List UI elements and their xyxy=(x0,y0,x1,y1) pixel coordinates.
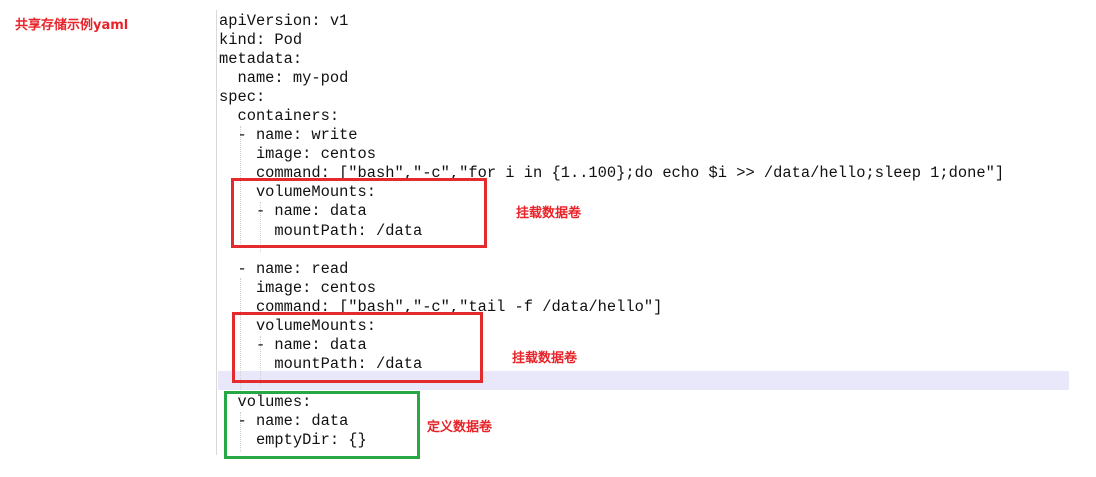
code-line: volumeMounts: xyxy=(219,183,377,202)
mount-highlight-box-read xyxy=(232,312,483,383)
indent-guide xyxy=(240,412,241,452)
indent-guide xyxy=(240,126,241,246)
code-line: - name: read xyxy=(219,259,349,278)
mount-annotation-write: 挂载数据卷 xyxy=(516,206,582,221)
code-line: - name: data xyxy=(219,335,367,354)
code-line: containers: xyxy=(219,107,340,126)
code-line: metadata: xyxy=(219,50,303,69)
current-line-highlight xyxy=(218,371,1069,390)
code-line: emptyDir: {} xyxy=(219,431,367,450)
code-line: image: centos xyxy=(219,145,377,164)
volume-annotation: 定义数据卷 xyxy=(427,420,493,435)
code-line: spec: xyxy=(219,88,266,107)
indent-guide xyxy=(260,202,261,252)
code-line: - name: data xyxy=(219,411,349,430)
code-line: - name: write xyxy=(219,126,358,145)
indent-guide xyxy=(260,336,261,386)
code-editor-area xyxy=(216,10,1077,455)
mount-annotation-read: 挂载数据卷 xyxy=(512,351,578,366)
code-line: - name: data xyxy=(219,202,367,221)
code-line: kind: Pod xyxy=(219,31,303,50)
code-line: volumeMounts: xyxy=(219,316,377,335)
code-line: mountPath: /data xyxy=(219,354,423,373)
volume-definition-box xyxy=(224,391,420,459)
code-line: apiVersion: v1 xyxy=(219,12,349,30)
mount-highlight-box-write xyxy=(231,178,487,248)
code-line: command: ["bash","-c","for i in {1..100}… xyxy=(219,164,1005,183)
code-line: volumes: xyxy=(219,392,312,411)
indent-guide xyxy=(240,278,241,398)
document-title: 共享存储示例yaml xyxy=(15,18,129,33)
code-line: command: ["bash","-c","tail -f /data/hel… xyxy=(219,297,663,316)
code-line: mountPath: /data xyxy=(219,221,423,240)
code-line: image: centos xyxy=(219,278,377,297)
yaml-code: apiVersion: v1 kind: Pod metadata: name:… xyxy=(219,12,1004,450)
code-line: name: my-pod xyxy=(219,69,349,88)
